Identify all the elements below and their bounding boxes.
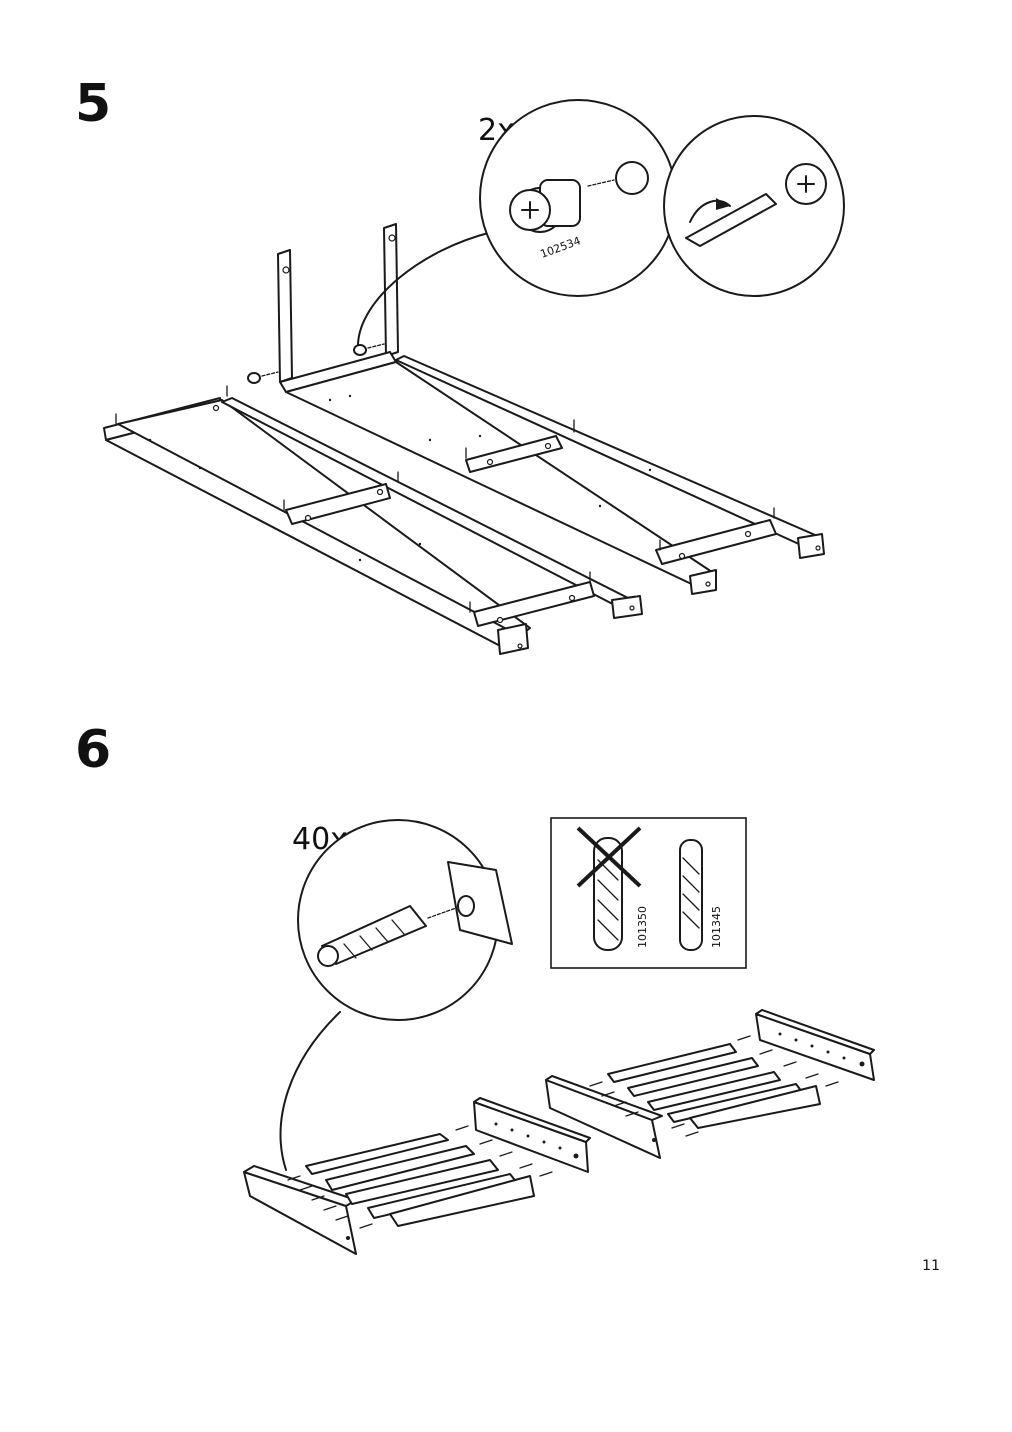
- dowel-comparison-box: 101350 101345: [550, 817, 747, 969]
- page-number: 11: [922, 1258, 940, 1274]
- wrong-dowel: 101350: [576, 826, 649, 951]
- step-6-callout-pointer: [279, 1011, 341, 1171]
- step-5-callout-pointer: [357, 231, 493, 345]
- step-5-illustration: 102534: [103, 99, 845, 655]
- correct-dowel: 101345: [679, 839, 723, 951]
- right-frame: [148, 223, 825, 595]
- step-6-number: 6: [75, 720, 112, 780]
- step-6-detail-dowel: [297, 819, 513, 1021]
- step-6-illustration: 101350 101345: [243, 817, 875, 1255]
- step-5-detail-screwdriver: [663, 115, 845, 297]
- left-frame: [103, 385, 643, 655]
- step-5-detail-cam-lock: 102534: [479, 99, 677, 297]
- part-code-101345: 101345: [710, 906, 723, 948]
- step-5-number: 5: [75, 74, 112, 134]
- part-code-101350: 101350: [636, 906, 649, 948]
- slat-assembly-left: [243, 1097, 591, 1255]
- slat-assembly-right: [545, 1009, 875, 1159]
